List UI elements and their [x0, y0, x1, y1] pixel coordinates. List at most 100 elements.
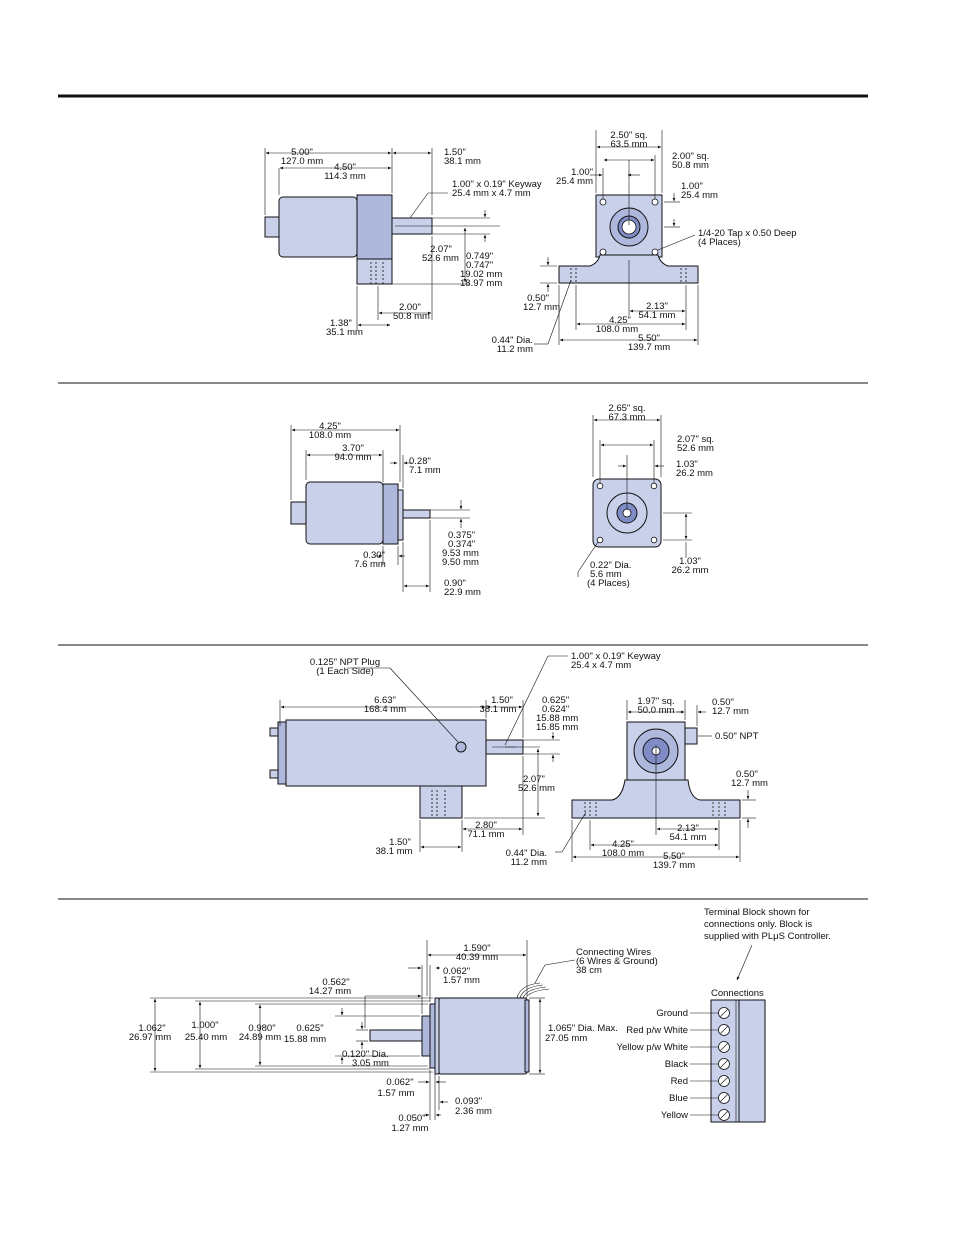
s3-npt: 0.50" NPT [715, 731, 759, 742]
section3-end-labels: 1.97" sq. 50.0 mm 0.50" 12.7 mm 0.50" NP… [506, 696, 768, 871]
terminal-label: Yellow p/w White [617, 1042, 688, 1053]
section3-side-labels: 0.125" NPT Plug (1 Each Side) 1.00" x 0.… [310, 651, 661, 857]
section2-side-view [290, 425, 470, 592]
terminal-screw [718, 1041, 730, 1053]
s2-body-length-mm: 94.0 mm [335, 452, 372, 463]
s2-hole-dia: 0.22" Dia. [590, 560, 631, 571]
s1-center-height: 2.07" [430, 244, 452, 255]
s1-bolt-square-mm: 50.8 mm [672, 160, 709, 171]
s3-center-height-mm: 52.6 mm [518, 783, 555, 794]
s4-d4: 0.625" [296, 1023, 323, 1034]
terminal-screw [718, 1075, 730, 1087]
s4-d2-mm: 25.40 mm [185, 1032, 227, 1043]
section1-end-view [534, 130, 699, 345]
terminal-screw [718, 1024, 730, 1036]
s3-plug-note: (1 Each Side) [316, 666, 374, 677]
s1-foot-length-mm: 50.8 mm [393, 311, 430, 322]
section2-end-labels: 2.65" sq. 67.3 mm 2.07" sq. 52.6 mm 1.03… [587, 403, 714, 589]
s3-base-thick-mm: 12.7 mm [731, 778, 768, 789]
s3-overall-length-mm: 168.4 mm [364, 704, 406, 715]
s3-npt-width: 0.50" [712, 697, 734, 708]
section4-side-view [150, 940, 576, 1120]
s1-center-height-mm: 52.6 mm [422, 253, 459, 264]
s1-body-length-mm: 114.3 mm [324, 171, 366, 182]
s1-shaft-dia-2: 0.747" [466, 260, 493, 271]
section1-side-labels: 5.00" 127.0 mm 4.50" 114.3 mm 1.50" 38.1… [281, 147, 542, 338]
s3-base-thick: 0.50" [736, 769, 758, 780]
s2-flange: 0.28" [409, 456, 431, 467]
s2-right-offset: 1.03" [679, 556, 701, 567]
s4-wires: Connecting Wires [576, 947, 651, 958]
s2-shaft-dia-2: 0.374" [448, 539, 475, 550]
s1-left-offset-mm: 25.4 mm [556, 176, 593, 187]
s3-shaft-dia-1: 0.625" [542, 695, 569, 706]
s1-keyway-mm: 25.4 mm x 4.7 mm [452, 188, 531, 199]
s1-hole-dia-mm: 11.2 mm [497, 344, 533, 355]
s1-hole-spacing: 4.25" [609, 315, 631, 326]
s1-right-offset: 1.00" [681, 181, 703, 192]
s3-hole-dia: 0.44" Dia. [506, 848, 547, 859]
s1-foot-offset: 1.38" [330, 318, 352, 329]
s4-d1: 1.062" [138, 1023, 165, 1034]
s1-shaft-dia-mm-2: 18.97 mm [460, 278, 502, 289]
s3-foot-length-mm: 71.1 mm [468, 829, 505, 840]
s2-hole-places: (4 Places) [587, 578, 630, 589]
s1-overall-length-mm: 127.0 mm [281, 156, 323, 167]
s3-end-square-mm: 50.0 mm [638, 705, 675, 716]
s2-end-square-mm: 67.3 mm [609, 412, 646, 423]
s1-half-width: 2.13" [646, 301, 668, 312]
s4-flange-mm: 1.57 mm [443, 975, 480, 986]
s4-d3: 0.980" [248, 1023, 275, 1034]
s4-max-dia: 1.065" Dia. Max. [548, 1023, 618, 1034]
s4-step-mm: 2.36 mm [455, 1106, 492, 1117]
s1-half-width-mm: 54.1 mm [639, 310, 676, 321]
s1-tap: 1/4-20 Tap x 0.50 Deep [698, 228, 797, 239]
s4-body-length: 1.590" [463, 943, 490, 954]
terminal-label: Black [665, 1059, 688, 1070]
s1-foot-offset-mm: 35.1 mm [326, 327, 363, 338]
s1-keyway: 1.00" x 0.19" Keyway [452, 179, 542, 190]
s4-body-length-mm: 40.39 mm [456, 952, 498, 963]
terminal-leads [690, 1012, 718, 1116]
s2-shaft-dia-mm-1: 9.53 mm [442, 548, 479, 559]
s3-base-width-mm: 139.7 mm [653, 860, 695, 871]
section4-side-labels: 1.590" 40.39 mm Connecting Wires (6 Wire… [129, 943, 658, 1134]
s3-end-square: 1.97" sq. [637, 696, 674, 707]
s2-shaft-dia-mm-2: 9.50 mm [442, 557, 479, 568]
s3-shaft-length: 1.50" [491, 695, 513, 706]
terminal-label: Ground [656, 1008, 688, 1019]
terminal-screws [718, 1007, 730, 1121]
s1-hole-spacing-mm: 108.0 mm [596, 324, 638, 335]
s4-shaft-len: 0.562" [322, 977, 349, 988]
s2-shaft-dia-1: 0.375" [448, 530, 475, 541]
s4-wires-note: (6 Wires & Ground) [576, 956, 658, 967]
s4-d4-mm: 15.88 mm [284, 1034, 326, 1045]
section2-end-view [577, 415, 692, 577]
s3-keyway: 1.00" x 0.19" Keyway [571, 651, 661, 662]
s3-hole-spacing: 4.25" [612, 839, 634, 850]
s1-shaft-length-mm: 38.1 mm [444, 156, 481, 167]
s4-d1-mm: 26.97 mm [129, 1032, 171, 1043]
s4-lip: 0.050" [398, 1113, 425, 1124]
s3-half-width: 2.13" [677, 823, 699, 834]
terminal-label: Yellow [661, 1110, 688, 1121]
s1-right-offset-mm: 25.4 mm [681, 190, 718, 201]
s4-shaft-dia: 0.120" Dia. [342, 1049, 389, 1060]
terminal-screw [718, 1007, 730, 1019]
s1-bolt-square: 2.00" sq. [672, 151, 709, 162]
s4-max-dia-mm: 27.05 mm [545, 1033, 587, 1044]
s3-hole-spacing-mm: 108.0 mm [602, 848, 644, 859]
s3-hole-dia-mm: 11.2 mm [511, 857, 547, 868]
terminal-heading: Connections [711, 988, 764, 999]
section3-end-view [555, 700, 756, 862]
s3-keyway-mm: 25.4 x 4.7 mm [571, 660, 631, 671]
s1-shaft-dia-1: 0.749" [466, 251, 493, 262]
s2-overall-length: 4.25" [319, 421, 341, 432]
s4-flange: 0.062" [443, 966, 470, 977]
s1-base-thick-mm: 12.7 mm [523, 302, 560, 313]
section2-side-labels: 4.25" 108.0 mm 3.70" 94.0 mm 0.28" 7.1 m… [309, 421, 481, 598]
s2-end-square: 2.65" sq. [608, 403, 645, 414]
section3-side-view [269, 655, 568, 852]
terminal-label: Red p/w White [626, 1025, 688, 1036]
s4-d3-mm: 24.89 mm [239, 1032, 281, 1043]
